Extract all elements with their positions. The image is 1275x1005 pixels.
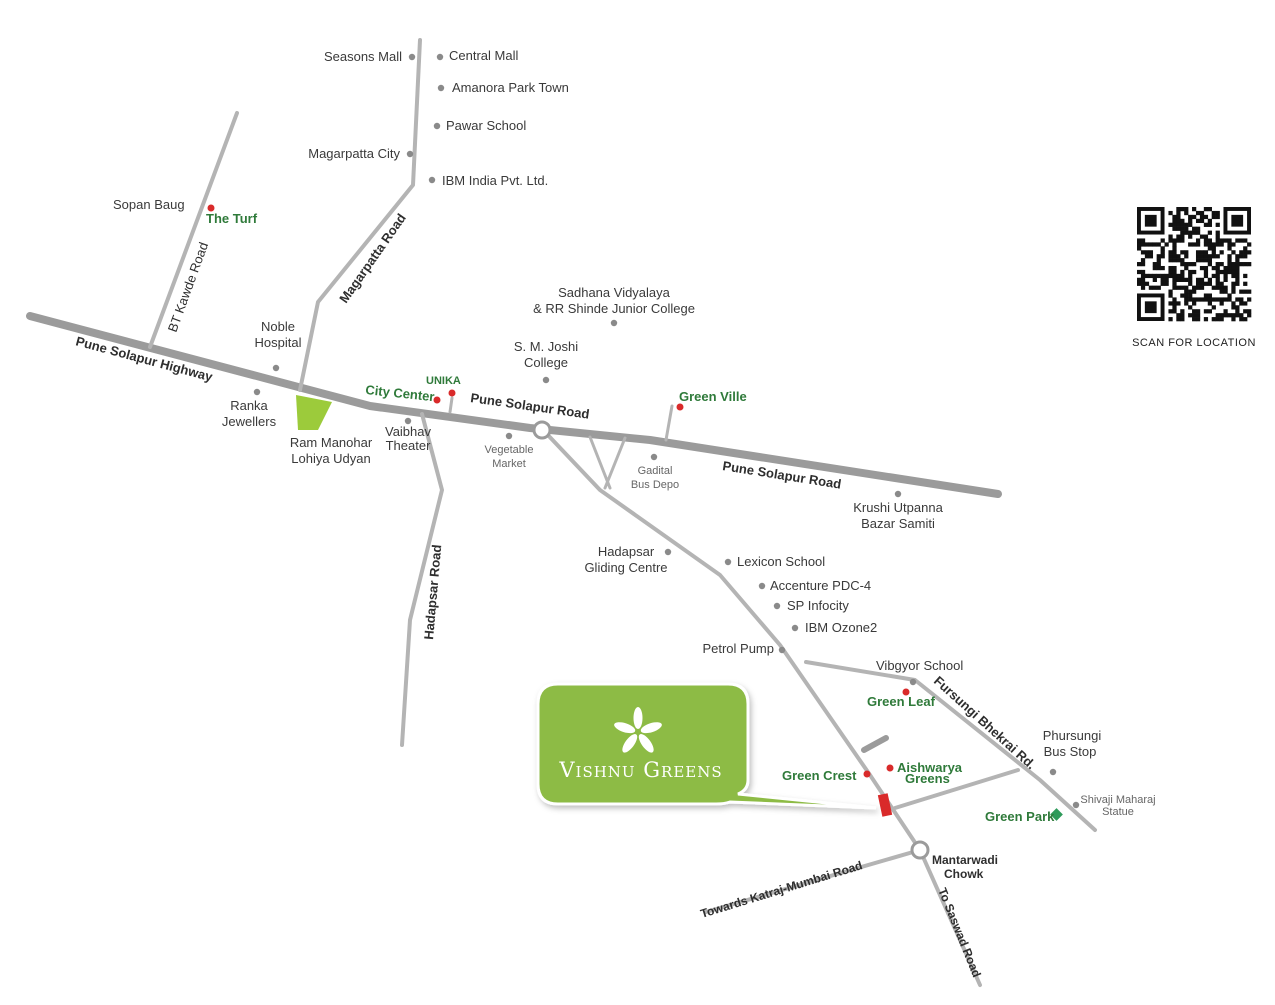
qr-code-icon[interactable]: [1137, 207, 1252, 322]
project-labels: The Turf City Center UNIKA Green Ville G…: [206, 211, 1055, 824]
flower-logo-icon: [614, 707, 662, 753]
label-accenture: Accenture PDC-4: [770, 578, 871, 593]
road-network: [26, 38, 1097, 987]
aishwarya-connector-line: [893, 768, 1020, 810]
label-sadhana-2: & RR Shinde Junior College: [533, 301, 695, 316]
crossing-mark: [861, 735, 889, 753]
label-vibgyor: Vibgyor School: [876, 658, 963, 673]
label-seasons-mall: Seasons Mall: [324, 49, 402, 64]
label-gliding-1: Hadapsar: [598, 544, 655, 559]
label-ram-manohar-2: Lohiya Udyan: [291, 451, 371, 466]
pune-solapur-highway-line: [26, 312, 1002, 498]
fursungi-bhekrai-road-line: [804, 660, 1097, 832]
label-green-ville: Green Ville: [679, 389, 747, 404]
label-central-mall: Central Mall: [449, 48, 518, 63]
label-mantarwadi-1: Mantarwadi: [932, 853, 998, 867]
label-ranka-2: Jewellers: [222, 414, 277, 429]
place-labels: Seasons Mall Central Mall Amanora Park T…: [113, 48, 1156, 881]
label-shivaji-2: Statue: [1102, 806, 1134, 818]
ram-manohar-lohiya-udyan-park: [296, 395, 332, 430]
label-noble-1: Noble: [261, 319, 295, 334]
label-aishwarya-1: Aishwarya: [897, 760, 963, 775]
label-the-turf: The Turf: [206, 211, 258, 226]
label-sopan-baug: Sopan Baug: [113, 197, 185, 212]
label-sp-infocity: SP Infocity: [787, 598, 849, 613]
hadapsar-road-line: [400, 412, 444, 747]
label-noble-2: Hospital: [255, 335, 302, 350]
road-labels: Pune Solapur Highway Pune Solapur Road P…: [74, 211, 1039, 980]
mantarwadi-roundabout: [910, 840, 930, 860]
label-petrol-pump: Petrol Pump: [702, 641, 774, 656]
label-lexicon: Lexicon School: [737, 554, 825, 569]
label-green-park: Green Park: [985, 809, 1055, 824]
brand-name: Vishnu Greens: [558, 758, 722, 782]
label-vegetable-2: Market: [492, 458, 526, 470]
unika-connector-line: [448, 396, 454, 414]
label-city-center: City Center: [365, 382, 436, 404]
label-gadital-1: Gadital: [638, 465, 673, 477]
label-ibm-ozone: IBM Ozone2: [805, 620, 877, 635]
label-vegetable-1: Vegetable: [485, 444, 534, 456]
label-sadhana-1: Sadhana Vidyalaya: [558, 285, 671, 300]
hadapsar-roundabout: [532, 420, 552, 440]
magarpatta-road-line: [298, 38, 422, 392]
road-label-pune-solapur-road-1: Pune Solapur Road: [470, 390, 591, 422]
label-vaibhav-2: Theater: [386, 438, 431, 453]
label-pawar-school: Pawar School: [446, 118, 526, 133]
label-magarpatta-city: Magarpatta City: [308, 146, 400, 161]
label-shivaji-1: Shivaji Maharaj: [1080, 794, 1155, 806]
vishnu-greens-callout: Vishnu Greens: [536, 682, 877, 810]
callout-bubble: [536, 682, 877, 810]
poi-dots: [253, 53, 1080, 809]
green-ville-connector-line: [664, 404, 674, 442]
label-krushi-1: Krushi Utpanna: [853, 500, 943, 515]
katraj-road-line: [704, 848, 922, 914]
label-phursungi-1: Phursungi: [1043, 728, 1102, 743]
qr-caption: SCAN FOR LOCATION: [1132, 337, 1256, 349]
label-sm-joshi-1: S. M. Joshi: [514, 339, 578, 354]
bt-kawde-road-line: [148, 111, 239, 349]
label-green-crest: Green Crest: [782, 768, 857, 783]
label-ranka-1: Ranka: [230, 398, 268, 413]
road-label-magarpatta-road: Magarpatta Road: [336, 211, 409, 306]
road-label-to-saswad: To Saswad Road: [935, 886, 984, 979]
label-aishwarya-2: Greens: [905, 771, 950, 786]
label-ram-manohar-1: Ram Manohar: [290, 435, 373, 450]
project-dots: [207, 204, 910, 778]
label-unika: UNIKA: [426, 375, 461, 387]
fork-road-a: [588, 435, 612, 490]
label-mantarwadi-2: Chowk: [944, 867, 984, 881]
label-krushi-2: Bazar Samiti: [861, 516, 935, 531]
label-green-leaf: Green Leaf: [867, 694, 936, 709]
road-label-fursungi-bhekrai: Fursungi Bhekrai Rd.: [931, 673, 1039, 772]
label-phursungi-2: Bus Stop: [1044, 744, 1097, 759]
label-amanora: Amanora Park Town: [452, 80, 569, 95]
fork-road-b: [603, 436, 627, 490]
label-vaibhav-1: Vaibhav: [385, 424, 432, 439]
vishnu-greens-site-marker: [877, 793, 893, 817]
label-ibm-india: IBM India Pvt. Ltd.: [442, 173, 548, 188]
label-gliding-2: Gliding Centre: [584, 560, 667, 575]
road-label-towards-katraj: Towards Katraj-Mumbai Road: [699, 858, 864, 921]
label-sm-joshi-2: College: [524, 355, 568, 370]
label-gadital-2: Bus Depo: [631, 479, 679, 491]
